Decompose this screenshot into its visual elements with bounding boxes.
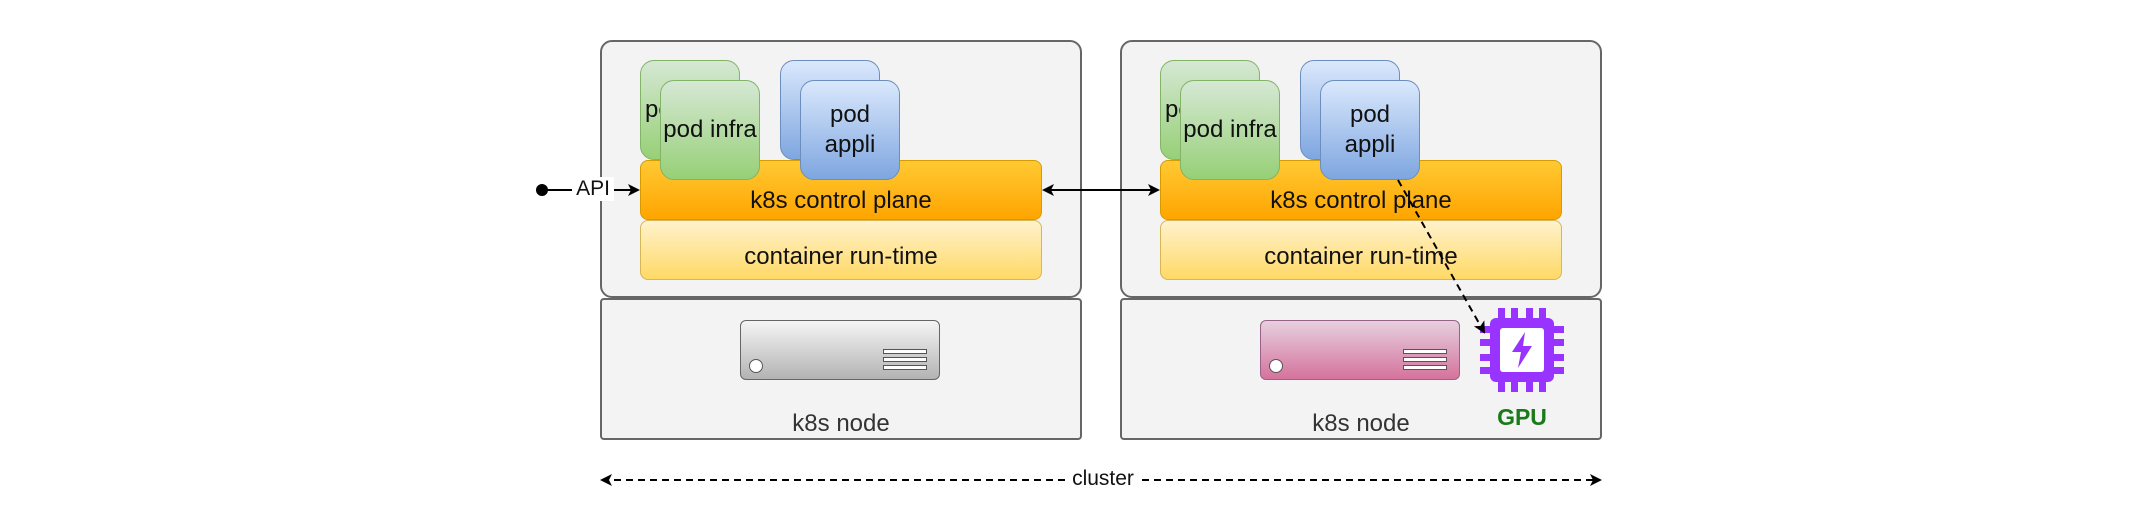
node-2-control-plane: k8s control plane (1160, 160, 1562, 220)
server-slot (1403, 357, 1447, 362)
server-slot (1403, 365, 1447, 370)
gpu-chip-icon (1480, 308, 1564, 392)
server-slot (883, 357, 927, 362)
node-2-container-runtime: container run-time (1160, 220, 1562, 280)
server-slot (1403, 349, 1447, 354)
node-1-container-runtime: container run-time (640, 220, 1042, 280)
node-1-server-icon (740, 320, 940, 380)
server-led (1269, 359, 1283, 373)
node-1-pod-appli: pod appli (800, 80, 900, 180)
server-slot (883, 365, 927, 370)
server-slot (883, 349, 927, 354)
api-label: API (572, 177, 614, 201)
pod-to-gpu-arrow (1397, 179, 1485, 334)
node-2-server-icon (1260, 320, 1460, 380)
node-1-label: k8s node (792, 410, 890, 437)
node-1-pod-infra: pod infra (660, 80, 760, 180)
cluster-label: cluster (1066, 467, 1140, 491)
node-2-pod-infra: pod infra (1180, 80, 1280, 180)
node-2-pod-appli: pod appli (1320, 80, 1420, 180)
server-led (749, 359, 763, 373)
gpu-label: GPU (1497, 404, 1547, 430)
node-2-label: k8s node (1312, 410, 1410, 437)
